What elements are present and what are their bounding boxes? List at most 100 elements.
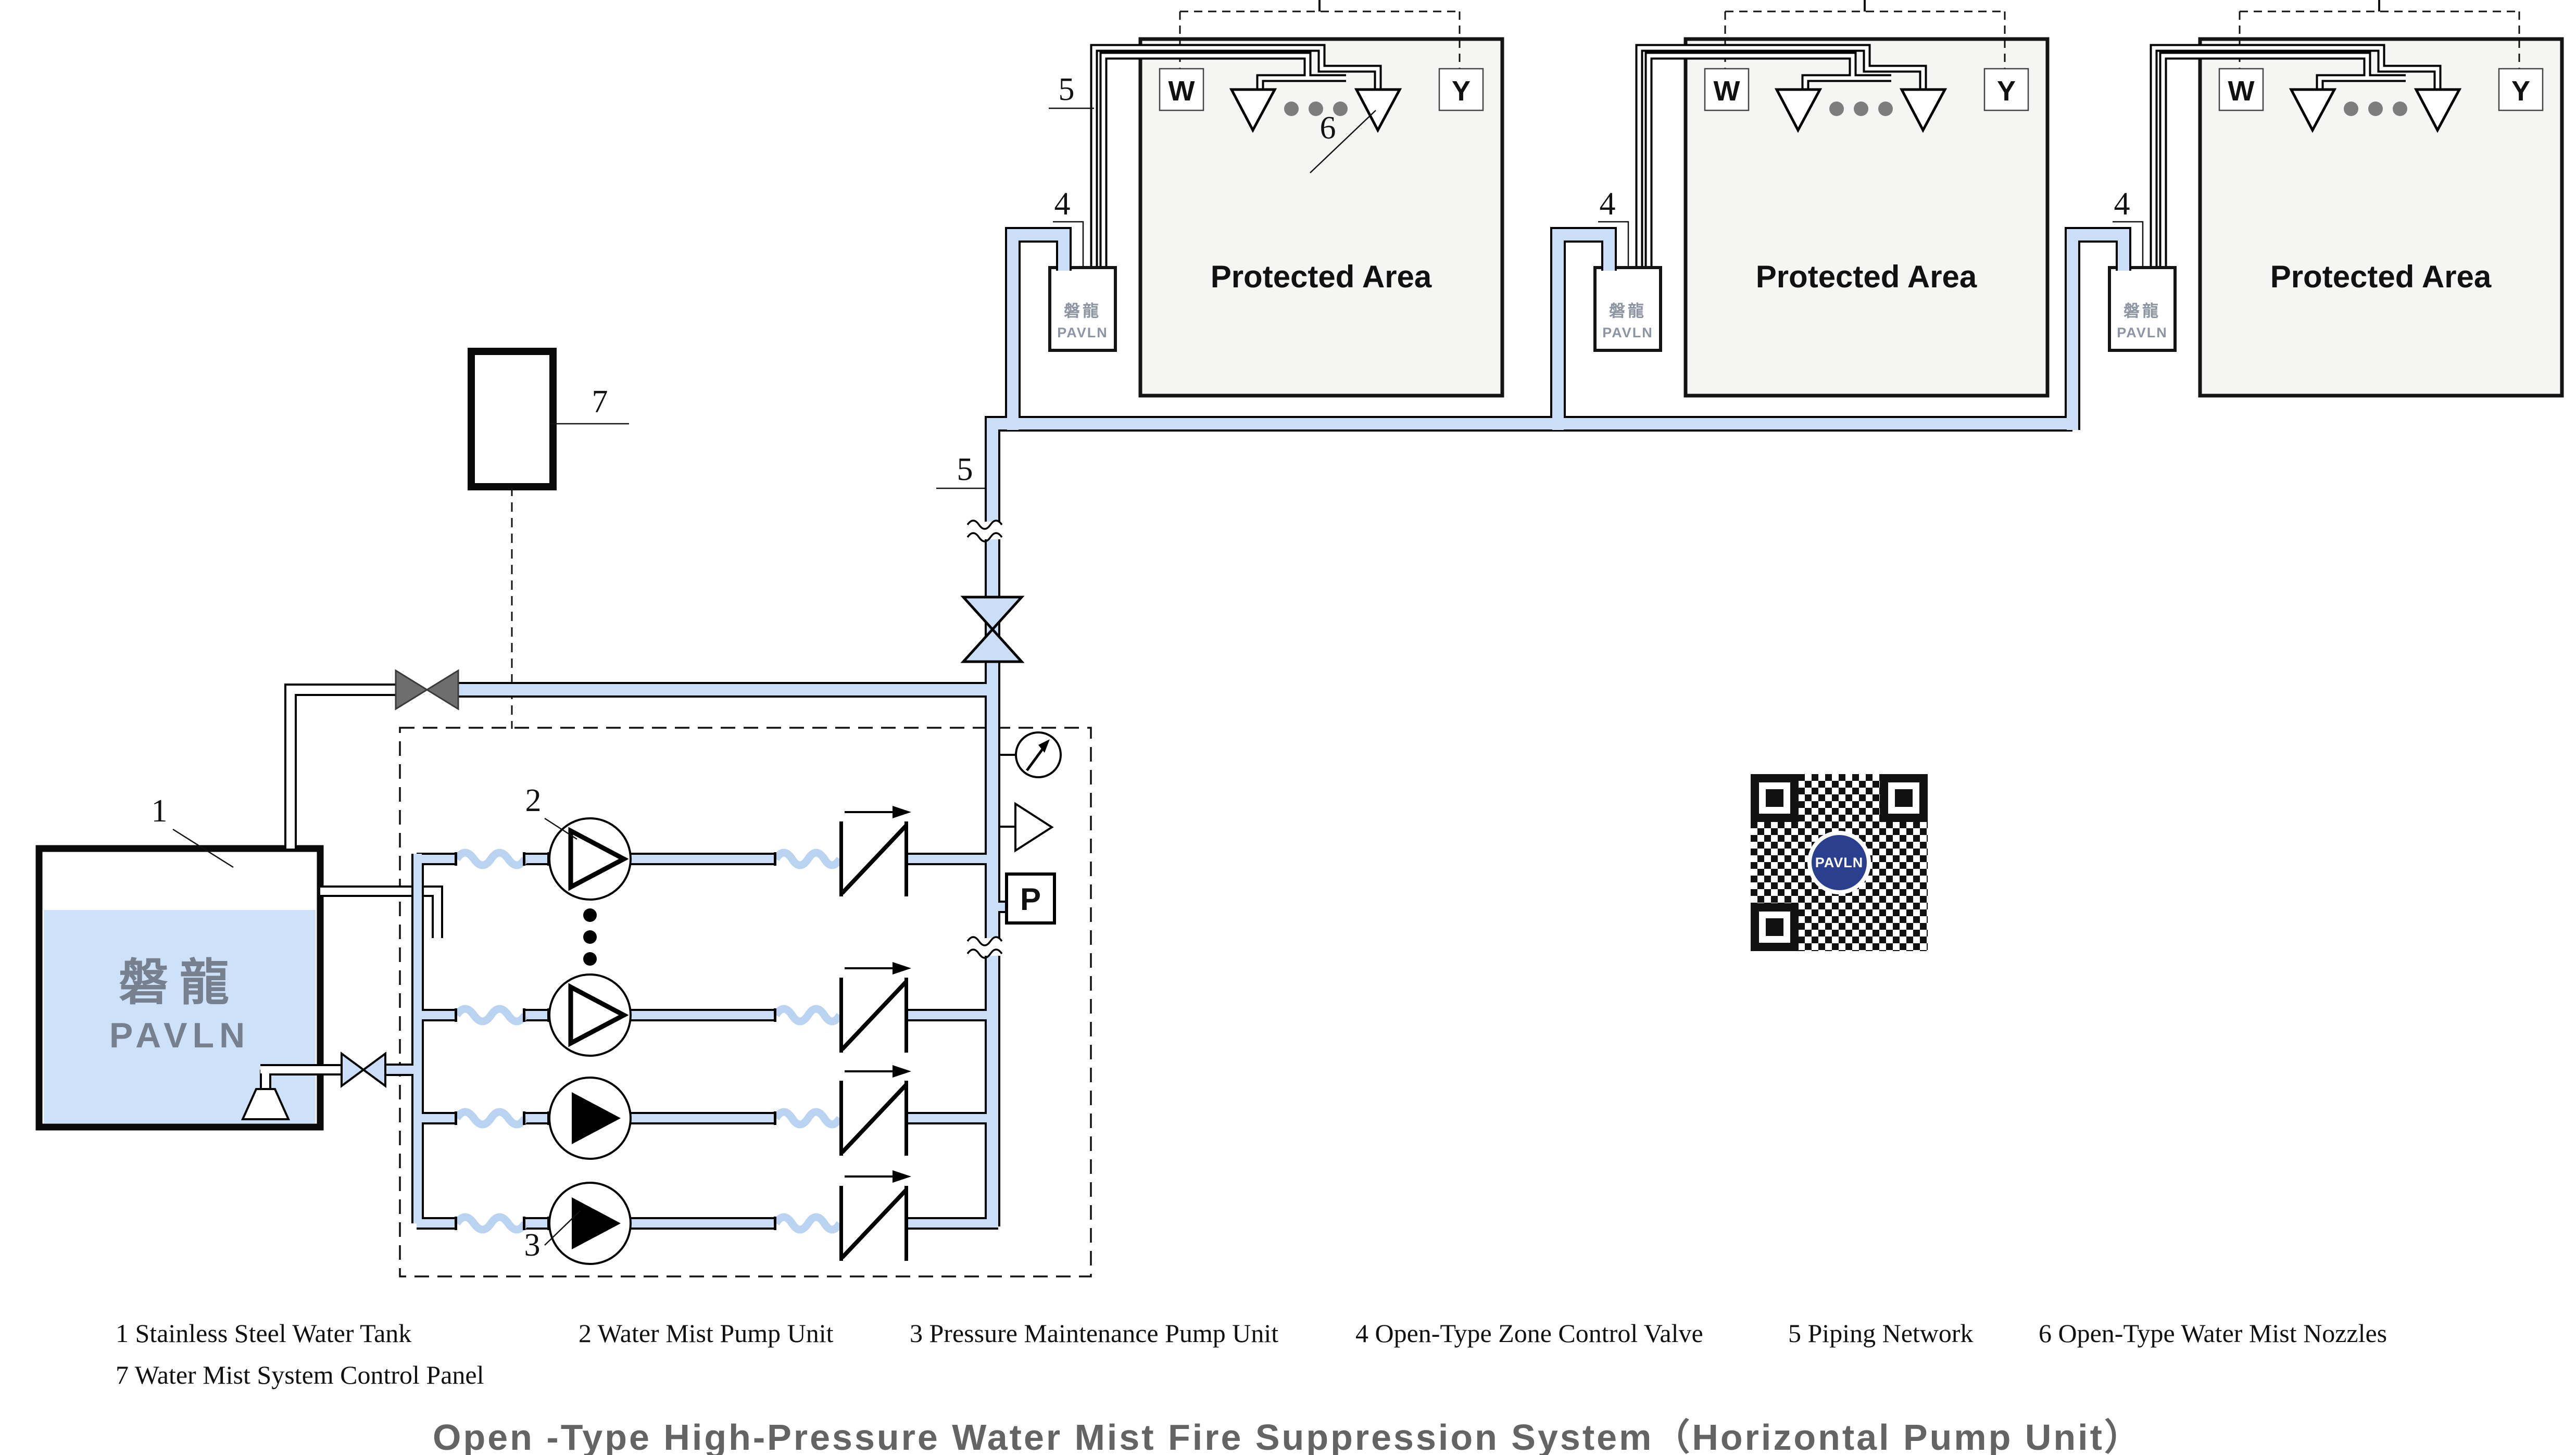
tank-logo-cn: 磐龍 [119, 955, 241, 1010]
ellipsis-dot [1829, 102, 1844, 116]
pipe-break-icon [966, 936, 1003, 959]
ellipsis-dot [2344, 102, 2358, 116]
flex-hose [772, 1213, 844, 1234]
ellipsis-dot [1878, 102, 1893, 116]
callout-6: 6 [1320, 110, 1336, 146]
flex-hose [772, 849, 844, 869]
pressure-switch: P [1005, 872, 1056, 925]
valve-logo-cn: 磐龍 [1609, 302, 1647, 320]
control-panel [468, 348, 557, 490]
pump-impeller-icon [568, 827, 629, 891]
ellipsis-dot [2368, 102, 2383, 116]
protected-zone-3: W Y Protected Area 磐龍 PAVLN 4 [2108, 0, 2564, 398]
diagram-title: Open -Type High-Pressure Water Mist Fire… [433, 1417, 2143, 1455]
protected-area-label: Protected Area [1211, 259, 1432, 294]
pressure-switch-label: P [1020, 882, 1041, 917]
detector-y-label: Y [2511, 75, 2530, 107]
detector-y-label: Y [1997, 75, 2016, 107]
qr-code: PAVLN [1751, 774, 1928, 951]
valve-logo-en: PAVLN [1057, 325, 1108, 340]
check-valve-icon [839, 821, 843, 896]
piping-network [385, 227, 2131, 1230]
nozzle-branch-piping [1635, 44, 1927, 268]
water-mist-nozzle-icon [1774, 88, 1823, 133]
nozzle-branch-piping [2150, 44, 2442, 268]
pump-row-1 [453, 806, 911, 901]
suction-funnel-icon [241, 1088, 291, 1120]
water-mist-nozzle-icon [1899, 88, 1947, 133]
valve-logo-cn: 磐龍 [1064, 302, 1101, 320]
protected-zone-2: W Y Protected Area 磐龍 PAVLN 4 [1593, 0, 2050, 398]
callout-7: 7 [592, 384, 608, 420]
detector-w-label: W [1714, 75, 1740, 107]
pump-impeller-icon [572, 1092, 621, 1144]
legend: 1 Stainless Steel Water Tank 2 Water Mis… [116, 1319, 2387, 1389]
pump-row-3 [453, 1065, 911, 1160]
ellipsis-dot [1309, 102, 1323, 116]
detector-w-box [1159, 68, 1204, 111]
callout-2-leader [544, 817, 577, 840]
tank-logo-en: PAVLN [109, 1016, 250, 1055]
detector-y-label: Y [1452, 75, 1471, 107]
ellipsis-dot [1854, 102, 1868, 116]
check-valve-icon [839, 1186, 843, 1261]
ellipsis-dot [1333, 102, 1348, 116]
callout-3-leader [544, 1210, 581, 1246]
legend-item: 6 Open-Type Water Mist Nozzles [2039, 1319, 2387, 1348]
protected-zone-1: W Y Protected Area 磐龍 PAVLN 4 [1048, 0, 1504, 398]
flex-hose [772, 1108, 844, 1129]
callout-5-riser: 5 [957, 452, 973, 487]
callout-4: 4 [1054, 186, 1071, 222]
pump-impeller-icon [568, 983, 629, 1047]
zone-control-valve [1048, 266, 1117, 352]
qr-finder-icon [1751, 774, 1799, 822]
detector-y-box [1983, 68, 2029, 111]
water-mist-nozzle-icon [2289, 88, 2337, 133]
protected-area-label: Protected Area [1756, 259, 1977, 294]
valve-logo-en: PAVLN [1602, 325, 1653, 340]
water-mist-nozzle-icon [2414, 88, 2462, 133]
flex-hose [453, 1005, 529, 1026]
pressure-gauge-icon [998, 731, 1062, 778]
ellipsis-dot [1284, 102, 1299, 116]
valve-logo-cn: 磐龍 [2123, 302, 2161, 320]
water-tank: 磐龍 PAVLN [35, 845, 324, 1131]
legend-item: 3 Pressure Maintenance Pump Unit [910, 1319, 1278, 1348]
qr-logo-text: PAVLN [1815, 854, 1864, 870]
callout-4-leader [2113, 221, 2144, 268]
callout-1: 1 [152, 793, 168, 829]
callout-4: 4 [1600, 186, 1616, 222]
pump-room-boundary [399, 727, 1092, 1277]
callout-5-branch: 5 [1059, 72, 1075, 107]
callout-4: 4 [2114, 186, 2130, 222]
legend-item: 5 Piping Network [1788, 1319, 1974, 1348]
detector-y-box [2498, 68, 2544, 111]
water-mist-nozzle-icon [1354, 88, 1402, 133]
detector-w-label: W [1168, 75, 1195, 107]
tank-inlet-valve-icon [395, 669, 459, 711]
check-valve-icon [839, 978, 843, 1053]
detector-w-box [1704, 68, 1750, 111]
callout-6-leader [1310, 110, 1376, 173]
flex-hose [453, 1108, 529, 1129]
qr-finder-icon [1880, 774, 1928, 822]
zone-control-valve [1593, 266, 1662, 352]
qr-finder-icon [1751, 903, 1799, 951]
legend-item: 4 Open-Type Zone Control Valve [1355, 1319, 1703, 1348]
pipe-break-icon [966, 520, 1003, 542]
suction-valve-icon [341, 1052, 386, 1088]
legend-item: 7 Water Mist System Control Panel [116, 1360, 484, 1389]
water-mist-nozzle-icon [1229, 88, 1277, 133]
detector-w-label: W [2228, 75, 2255, 107]
detector-y-box [1438, 68, 1484, 111]
check-valve-icon [839, 1081, 843, 1156]
callout-4-leader [1598, 221, 1629, 268]
ellipsis-dot [583, 930, 597, 944]
legend-item: 1 Stainless Steel Water Tank [116, 1319, 411, 1348]
safety-valve-icon [998, 802, 1054, 853]
flex-hose [453, 1213, 529, 1234]
pump-row-4 [453, 1170, 911, 1265]
callout-3: 3 [524, 1228, 541, 1263]
